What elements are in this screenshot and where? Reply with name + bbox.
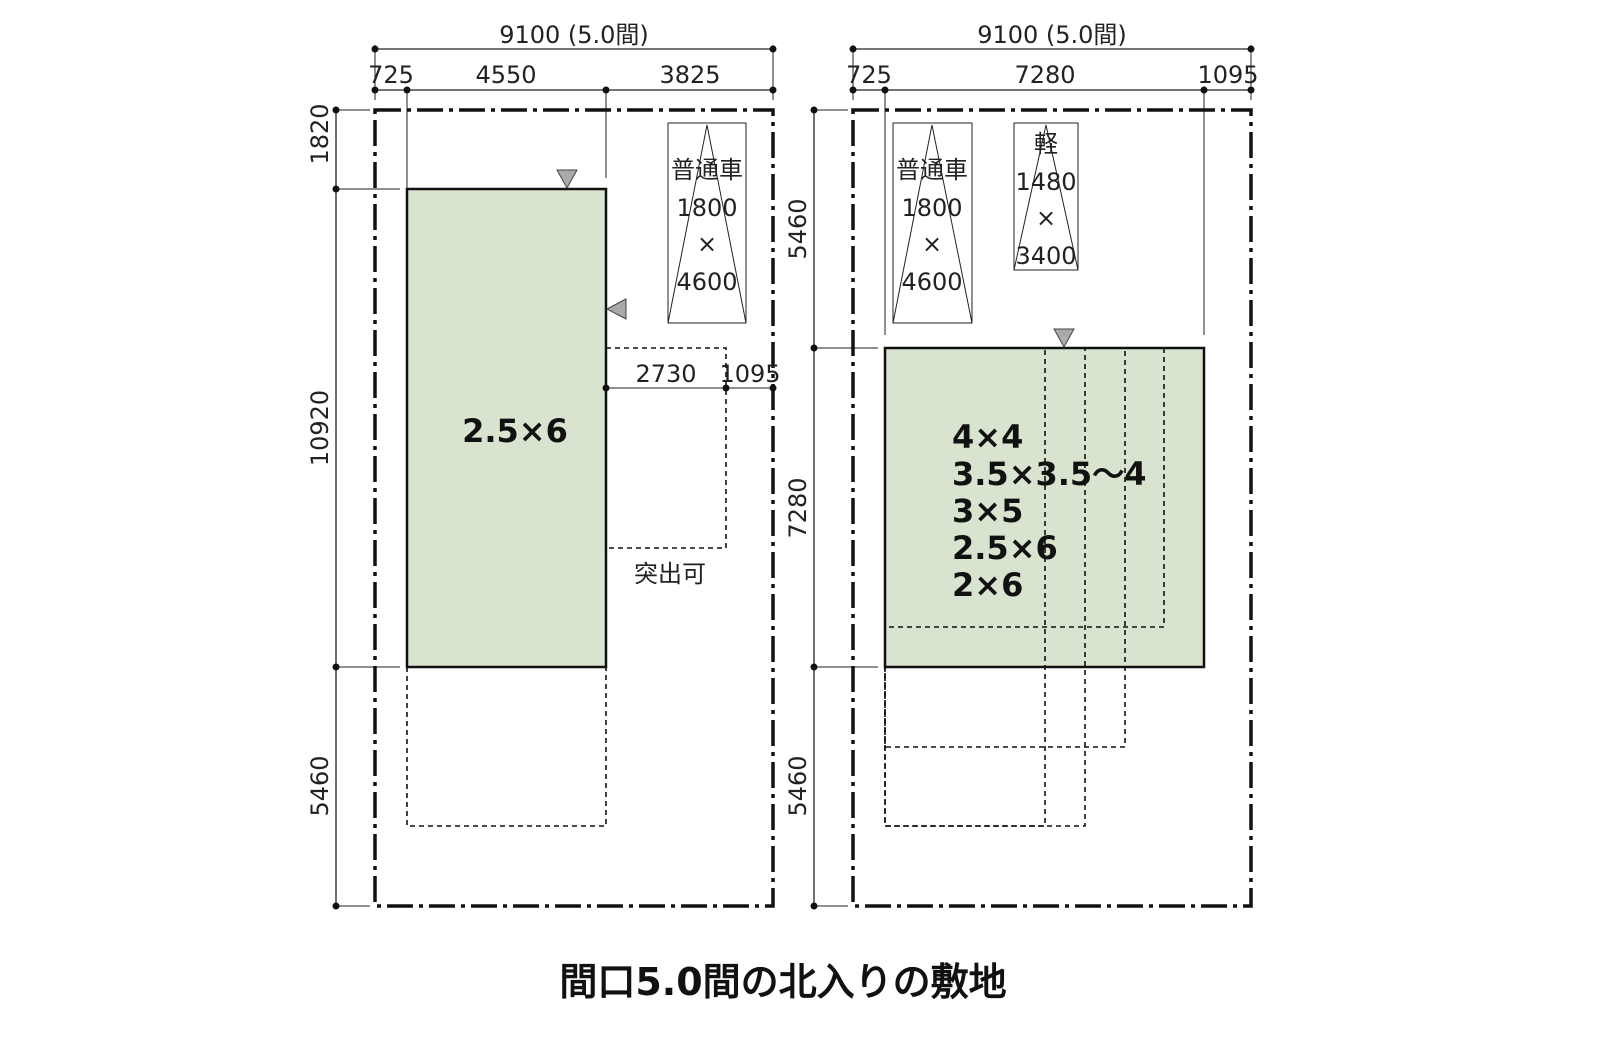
entrance-marker-icon [605, 298, 627, 320]
svg-text:4600: 4600 [901, 268, 962, 296]
svg-text:1480: 1480 [1015, 168, 1076, 196]
svg-text:普通車: 普通車 [671, 156, 743, 184]
left-plan: 9100 (5.0間) 725 4550 3825 1820 10920 546… [306, 21, 781, 910]
svg-text:3.5×3.5～4: 3.5×3.5～4 [952, 455, 1146, 493]
entrance-marker-icon [1053, 328, 1075, 349]
svg-text:4×4: 4×4 [952, 418, 1023, 456]
svg-text:4600: 4600 [676, 268, 737, 296]
depth-part-label: 5460 [784, 198, 812, 259]
svg-text:2×6: 2×6 [952, 566, 1023, 604]
svg-text:3×5: 3×5 [952, 492, 1023, 530]
alt-footprint [884, 347, 1046, 827]
svg-text:1800: 1800 [901, 194, 962, 222]
garden-area [406, 666, 607, 827]
projection-dim: 2730 [635, 360, 696, 388]
width-part-label: 725 [846, 61, 892, 89]
projection-dim: 1095 [719, 360, 780, 388]
width-part-label: 4550 [475, 61, 536, 89]
width-part-label: 7280 [1014, 61, 1075, 89]
house-size-list: 4×4 3.5×3.5～4 3×5 2.5×6 2×6 [952, 418, 1146, 604]
svg-text:普通車: 普通車 [896, 156, 968, 184]
width-part-label: 1095 [1197, 61, 1258, 89]
parking-space-car: 普通車 1800 × 4600 [667, 122, 747, 324]
site-boundary [373, 108, 775, 908]
diagram-title: 間口5.0間の北入りの敷地 [559, 960, 1006, 1004]
depth-part-label: 1820 [306, 103, 334, 164]
svg-text:×: × [697, 230, 717, 258]
width-part-label: 725 [368, 61, 414, 89]
house-footprint [405, 187, 608, 669]
parking-space-kei: 軽 1480 × 3400 [1013, 122, 1079, 271]
svg-text:×: × [1036, 204, 1056, 232]
projection-label: 突出可 [634, 560, 706, 588]
svg-text:1800: 1800 [676, 194, 737, 222]
right-plan: 9100 (5.0間) 725 7280 1095 5460 7280 5460… [784, 21, 1259, 910]
svg-text:×: × [922, 230, 942, 258]
width-total-label: 9100 (5.0間) [977, 21, 1127, 49]
depth-part-label: 5460 [306, 755, 334, 816]
depth-part-label: 10920 [306, 390, 334, 466]
depth-part-label: 5460 [784, 755, 812, 816]
svg-text:2.5×6: 2.5×6 [952, 529, 1058, 567]
width-total-label: 9100 (5.0間) [499, 21, 649, 49]
entrance-marker-icon [556, 169, 578, 190]
projection-area [605, 347, 727, 549]
svg-text:軽: 軽 [1034, 130, 1058, 158]
width-part-label: 3825 [659, 61, 720, 89]
site-boundary [851, 108, 1253, 908]
house-size-label: 2.5×6 [462, 412, 568, 450]
svg-text:3400: 3400 [1015, 242, 1076, 270]
parking-space-car: 普通車 1800 × 4600 [892, 122, 973, 324]
depth-part-label: 7280 [784, 477, 812, 538]
